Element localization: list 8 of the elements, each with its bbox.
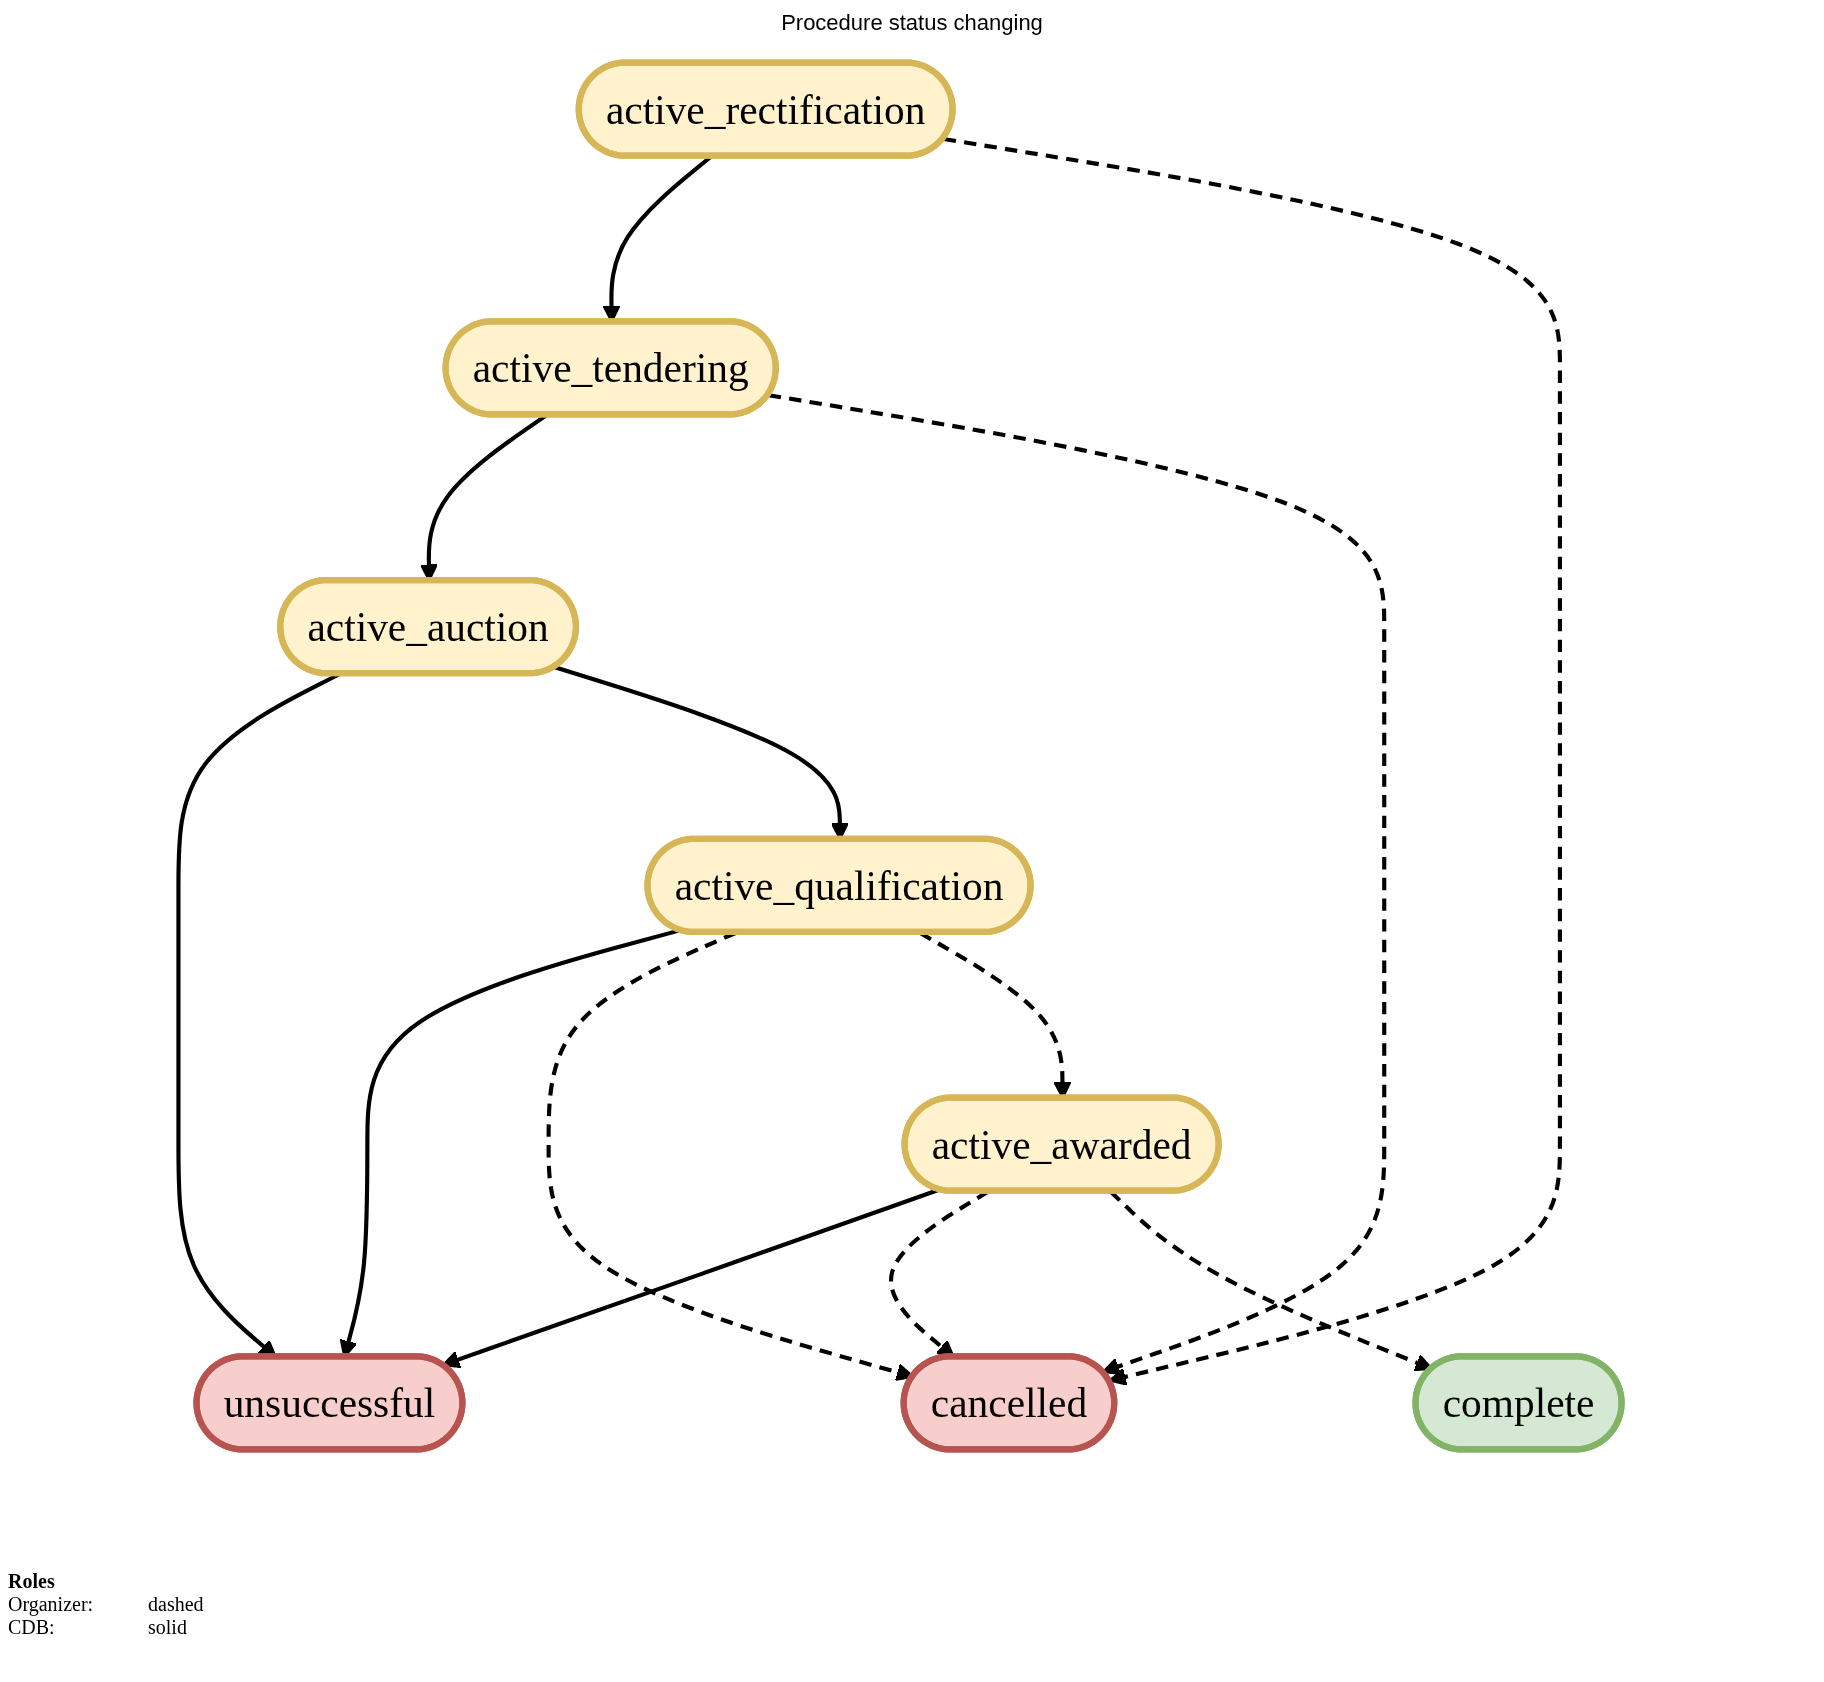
arrow xyxy=(768,393,1387,1376)
legend-heading: Roles xyxy=(8,1570,56,1593)
diagram-title: Procedure status changing xyxy=(780,9,1044,37)
legend-text: dashed xyxy=(148,1593,205,1616)
legend-text: solid xyxy=(148,1616,188,1639)
arrow xyxy=(943,136,1562,1386)
legend-text: Organizer: xyxy=(8,1593,95,1616)
legend-text: CDB: xyxy=(8,1616,56,1639)
